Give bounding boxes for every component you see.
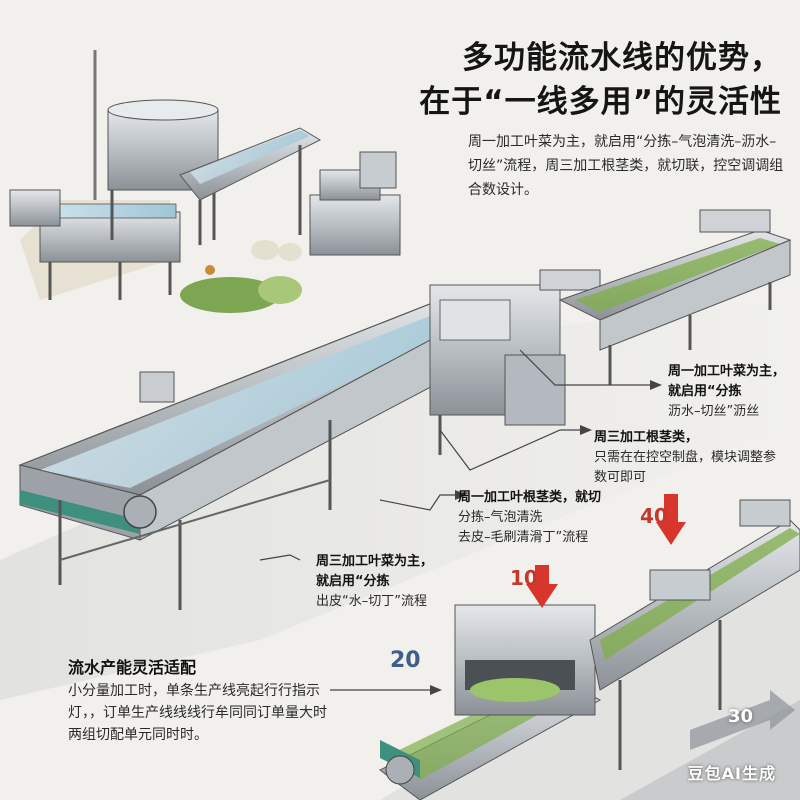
main-conveyor bbox=[18, 269, 601, 610]
callout-1-line2: 就启用“分拣 bbox=[668, 384, 742, 399]
callout-2-line2: 只需在在控空制盘，模块调整参 bbox=[594, 450, 777, 465]
top-left-machines bbox=[9, 50, 401, 313]
number-40: 40 bbox=[640, 504, 668, 528]
callout-1: 周一加工叶菜为主， 就启用“分拣 沥水–切丝”沥丝 bbox=[668, 362, 785, 422]
number-30: 30 bbox=[728, 706, 754, 727]
callout-4: 周三加工叶菜为主， 就启用“分拣 出皮“水–切丁”流程 bbox=[316, 552, 433, 612]
callout-2: 周三加工根茎类， 只需在在控空制盘，模块调整参 数可即可 bbox=[594, 428, 776, 488]
section-heading: 流水产能灵活适配 bbox=[68, 658, 197, 677]
callout-4-line3: 出皮“水–切丁”流程 bbox=[316, 594, 427, 609]
lower-conveyor bbox=[379, 499, 800, 800]
callout-3-heading: 周一加工叶根茎类，就切 bbox=[458, 490, 602, 505]
callout-1-heading: 周一加工叶菜为主， bbox=[668, 364, 786, 379]
callout-4-heading: 周三加工叶菜为主， bbox=[316, 554, 434, 569]
callout-3: 周一加工叶根茎类，就切 分拣–气泡清洗 去皮–毛刷清滑丁”流程 bbox=[458, 488, 601, 548]
callout-3-line3: 去皮–毛刷清滑丁”流程 bbox=[458, 530, 589, 545]
title-line-2: 在于“一线多用”的灵活性 bbox=[419, 84, 782, 120]
callout-lines bbox=[259, 349, 650, 691]
red-arrow-40 bbox=[656, 494, 686, 545]
section-body: 小分量加工时，单条生产线亮起行行指示灯，，订单生产线线线行牟同同订单量大时两组切… bbox=[68, 683, 327, 743]
watermark: 豆包AI生成 bbox=[687, 764, 776, 783]
number-20: 20 bbox=[390, 648, 421, 673]
upper-right-conveyor bbox=[558, 209, 792, 385]
callout-3-line2: 分拣–气泡清洗 bbox=[458, 510, 543, 525]
callout-1-line3: 沥水–切丝”沥丝 bbox=[668, 404, 760, 419]
red-arrow-10 bbox=[526, 565, 558, 608]
main-title: 多功能流水线的优势， 在于“一线多用”的灵活性 bbox=[362, 36, 782, 124]
title-line-1: 多功能流水线的优势， bbox=[462, 40, 782, 76]
callout-4-line2: 就启用“分拣 bbox=[316, 574, 390, 589]
intro-paragraph: 周一加工叶菜为主，就启用“分拣–气泡清洗–沥水–切丝”流程，周三加工根茎类，就切… bbox=[468, 134, 784, 198]
callout-2-line3: 数可即可 bbox=[594, 470, 647, 485]
number-10: 10 bbox=[510, 566, 538, 590]
callout-2-heading: 周三加工根茎类， bbox=[594, 430, 699, 445]
